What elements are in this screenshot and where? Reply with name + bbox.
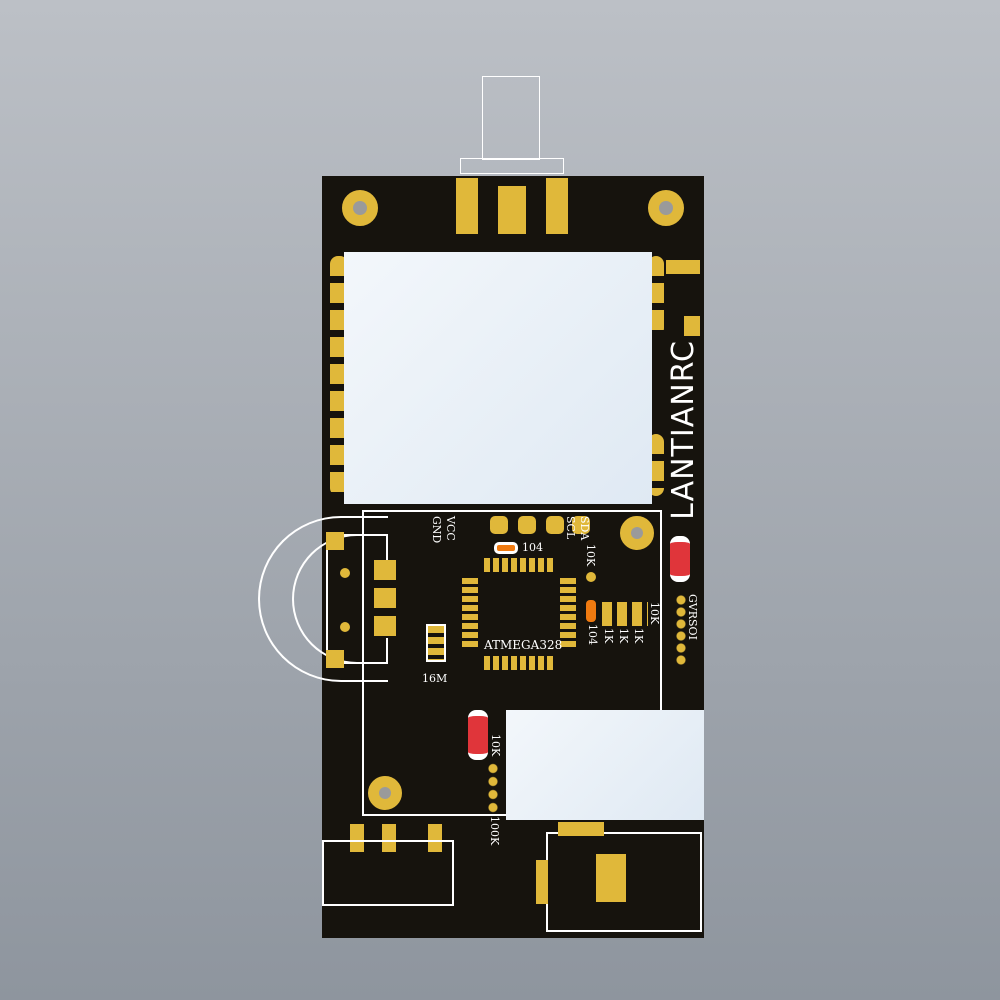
resistor-label: 1K: [602, 628, 615, 644]
brand-label: LANTIANRC: [666, 340, 701, 520]
resistor-label: 10K: [489, 734, 502, 757]
resistor-label: 1K: [617, 628, 630, 644]
side-header-label: GVRSOI: [686, 594, 699, 640]
antenna-connector-base: [460, 158, 564, 174]
crystal-label: 16M: [422, 672, 448, 685]
pcb-board: LANTIANRC GND VCC SCL SDA 104 ATMEGA328 …: [322, 176, 704, 938]
cap-label: 104: [522, 541, 543, 554]
resistor-label: 1K: [632, 628, 645, 644]
capacitor: [494, 542, 518, 554]
mcu-chip: [462, 556, 578, 672]
pin-vcc: VCC: [444, 516, 457, 541]
resistor-label: 10K: [584, 544, 597, 567]
resistor: [670, 536, 690, 582]
rf-module-shield: [344, 252, 652, 504]
resistor-label: 10K: [648, 602, 661, 625]
resistor-label: 100K: [488, 816, 501, 846]
mounting-hole: [368, 776, 402, 810]
pin-gnd: GND: [430, 516, 443, 544]
antenna-pad: [456, 178, 478, 234]
mounting-hole: [648, 190, 684, 226]
crystal: [426, 624, 446, 662]
capacitor: [586, 600, 596, 622]
antenna-connector-outline: [482, 76, 540, 160]
mounting-hole: [620, 516, 654, 550]
antenna-pad: [498, 186, 526, 234]
pin-sda: SDA: [578, 516, 591, 541]
antenna-pad: [546, 178, 568, 234]
pin-scl: SCL: [564, 516, 577, 540]
mounting-hole: [342, 190, 378, 226]
cap-label: 104: [586, 624, 599, 645]
module-shield: [506, 710, 704, 820]
audio-jack: [322, 840, 454, 906]
mcu-label: ATMEGA328: [484, 638, 563, 652]
resistor: [468, 710, 488, 760]
